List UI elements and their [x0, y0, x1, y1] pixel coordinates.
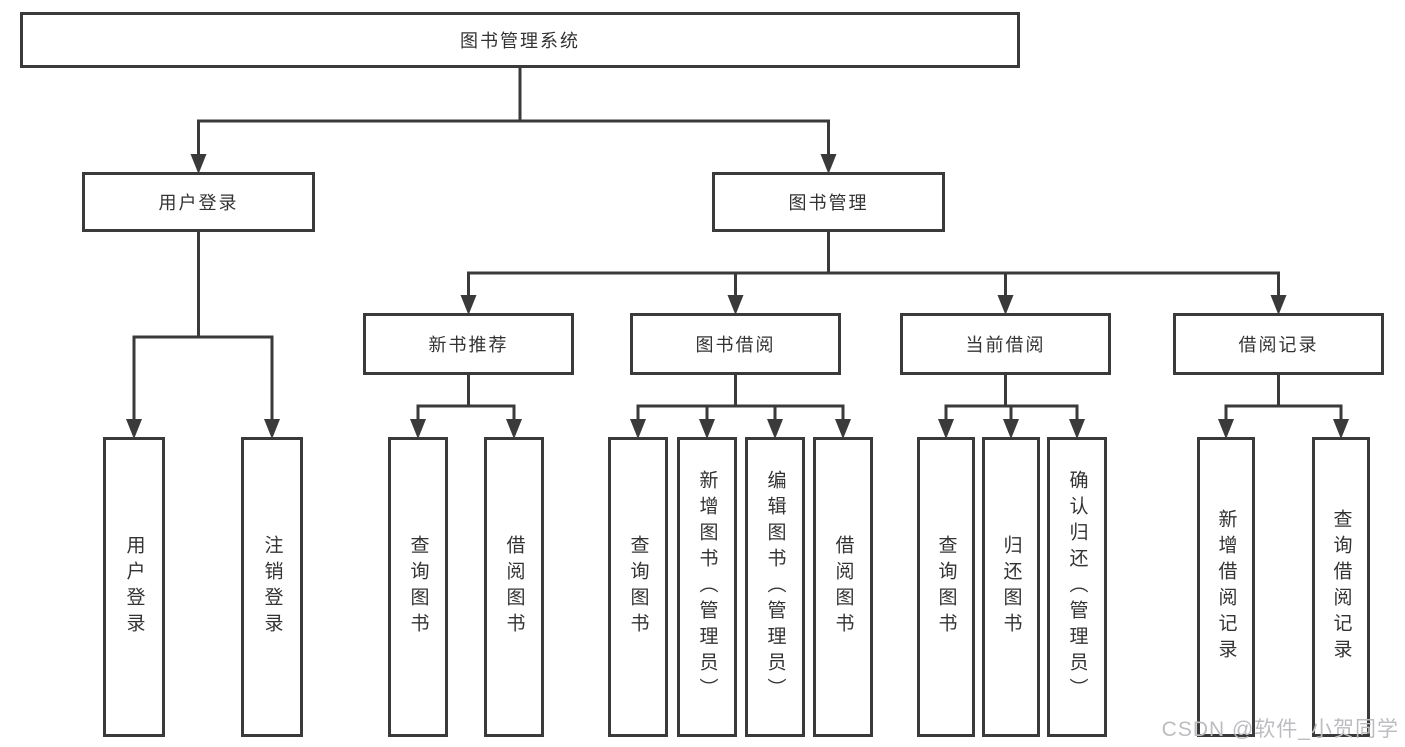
- arrowhead-icon: [938, 419, 954, 439]
- arrowhead-icon: [410, 419, 426, 439]
- node-label: 图书借阅: [695, 335, 776, 355]
- arrowhead-icon: [190, 154, 207, 174]
- node-label: 查询图书: [627, 535, 649, 639]
- node-label: 查询图书: [935, 535, 957, 639]
- node-nb_borrow: 借阅图书: [484, 437, 544, 737]
- arrowhead-icon: [460, 295, 477, 315]
- node-user_login: 用户登录: [82, 172, 315, 232]
- node-label: 注销登录: [261, 535, 283, 639]
- node-label: 借阅图书: [503, 535, 525, 639]
- node-bb_query: 查询图书: [608, 437, 668, 737]
- node-label: 用户登录: [123, 535, 145, 639]
- node-label: 借阅记录: [1238, 335, 1319, 355]
- node-logout: 注销登录: [241, 437, 303, 737]
- arrowhead-icon: [630, 419, 646, 439]
- arrowhead-icon: [126, 419, 142, 439]
- node-label: 编辑图书（管理员）: [764, 470, 786, 704]
- arrowhead-icon: [1333, 419, 1349, 439]
- watermark: CSDN @软件_小贺同学: [1161, 718, 1399, 741]
- node-label: 当前借阅: [965, 335, 1046, 355]
- node-label: 查询借阅记录: [1330, 509, 1352, 665]
- node-borrow_record: 借阅记录: [1173, 313, 1384, 375]
- node-label: 借阅图书: [832, 535, 854, 639]
- node-label: 图书管理系统: [460, 31, 580, 51]
- node-login: 用户登录: [103, 437, 165, 737]
- node-root: 图书管理系统: [20, 12, 1020, 68]
- node-label: 新增图书（管理员）: [696, 470, 718, 704]
- node-label: 确认归还（管理员）: [1066, 470, 1088, 704]
- node-cb_query: 查询图书: [917, 437, 975, 737]
- node-label: 归还图书: [1000, 535, 1022, 639]
- arrowhead-icon: [1218, 419, 1234, 439]
- arrowhead-icon: [997, 295, 1014, 315]
- arrowhead-icon: [727, 295, 744, 315]
- node-label: 新书推荐: [428, 335, 509, 355]
- node-br_query: 查询借阅记录: [1312, 437, 1370, 737]
- node-current_borrow: 当前借阅: [900, 313, 1111, 375]
- arrowhead-icon: [1069, 419, 1085, 439]
- node-br_add: 新增借阅记录: [1197, 437, 1255, 737]
- arrowhead-icon: [1270, 295, 1287, 315]
- arrowhead-icon: [1003, 419, 1019, 439]
- node-new_book_rec: 新书推荐: [363, 313, 574, 375]
- node-bb_borrow: 借阅图书: [813, 437, 873, 737]
- node-nb_query: 查询图书: [388, 437, 448, 737]
- arrowhead-icon: [506, 419, 522, 439]
- arrowhead-icon: [264, 419, 280, 439]
- arrowhead-icon: [767, 419, 783, 439]
- node-label: 用户登录: [158, 193, 239, 213]
- node-cb_return: 归还图书: [982, 437, 1040, 737]
- arrowhead-icon: [820, 154, 837, 174]
- node-bb_edit: 编辑图书（管理员）: [745, 437, 805, 737]
- node-label: 新增借阅记录: [1215, 509, 1237, 665]
- node-book_borrow: 图书借阅: [630, 313, 841, 375]
- node-label: 查询图书: [407, 535, 429, 639]
- node-book_mgmt: 图书管理: [712, 172, 945, 232]
- arrowhead-icon: [699, 419, 715, 439]
- arrowhead-icon: [835, 419, 851, 439]
- node-bb_add: 新增图书（管理员）: [677, 437, 737, 737]
- node-cb_confirm: 确认归还（管理员）: [1047, 437, 1107, 737]
- node-label: 图书管理: [788, 193, 869, 213]
